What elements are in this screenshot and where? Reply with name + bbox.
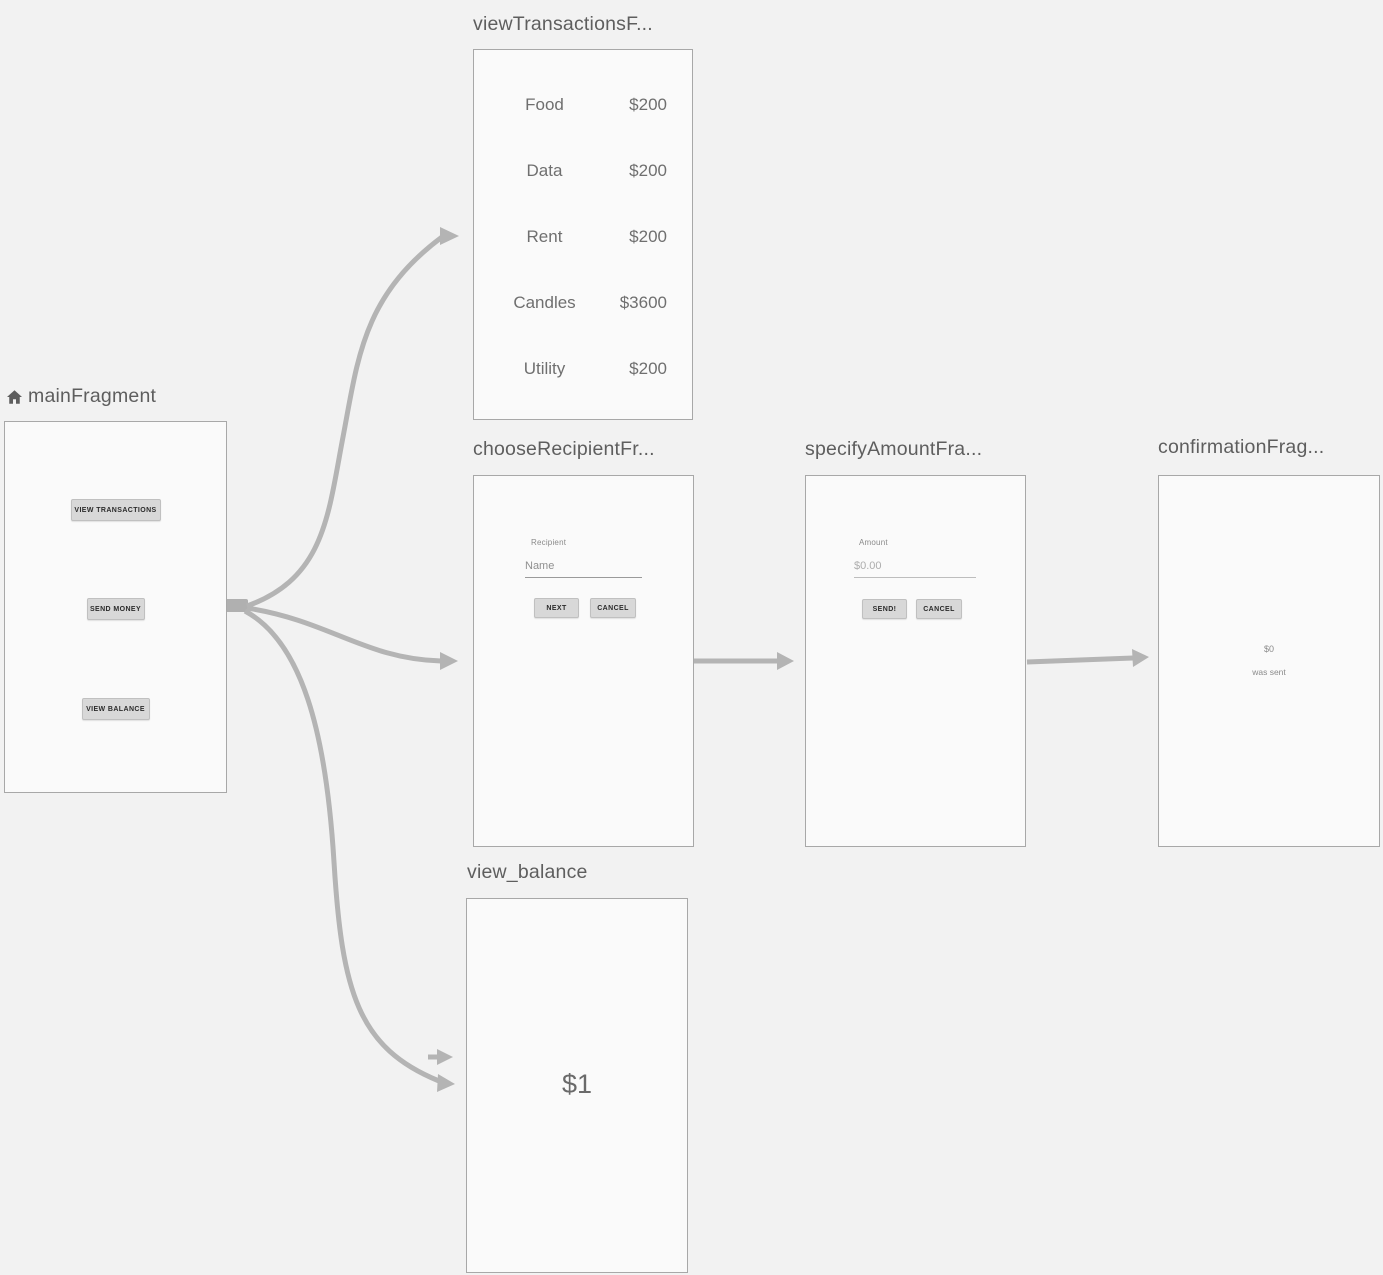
confirmation-message: was sent <box>1252 667 1286 677</box>
cancel-button: CANCEL <box>916 599 962 619</box>
send-money-button: SEND MONEY <box>86 598 145 620</box>
transactions-list: Food $200 Data $200 Rent $200 Candles $3… <box>474 72 692 402</box>
transaction-amount: $200 <box>629 359 667 378</box>
fragment-header-view-transactions[interactable]: viewTransactionsF... <box>473 13 653 36</box>
transaction-label: Data <box>526 161 563 180</box>
transaction-row: Candles $3600 <box>474 270 692 336</box>
fragment-header-confirmation[interactable]: confirmationFrag... <box>1158 436 1324 459</box>
recipient-name-input: Name <box>525 560 642 578</box>
action-stub-to-view-balance[interactable] <box>428 1049 453 1065</box>
balance-amount: $1 <box>561 1069 593 1099</box>
fragment-choose-recipient[interactable]: Recipient Name NEXT CANCEL <box>473 475 694 847</box>
action-source-handle[interactable] <box>224 599 248 612</box>
fragment-title: viewTransactionsF... <box>473 13 653 35</box>
fragment-header-choose-recipient[interactable]: chooseRecipientFr... <box>473 438 655 461</box>
fragment-header-specify-amount[interactable]: specifyAmountFra... <box>805 438 982 461</box>
fragment-view-transactions[interactable]: Food $200 Data $200 Rent $200 Candles $3… <box>473 49 693 420</box>
amount-input: $0.00 <box>854 560 976 578</box>
fragment-title: view_balance <box>467 861 588 883</box>
fragment-title: confirmationFrag... <box>1158 436 1325 458</box>
next-button: NEXT <box>534 598 579 618</box>
transaction-amount: $200 <box>629 161 667 180</box>
action-specify-amount-to-confirmation[interactable] <box>1026 649 1149 667</box>
fragment-header-main[interactable]: mainFragment <box>5 385 156 408</box>
recipient-field-label: Recipient <box>531 538 567 547</box>
confirmation-amount: $0 <box>1263 644 1274 654</box>
fragment-title: specifyAmountFra... <box>805 438 983 460</box>
fragment-title: chooseRecipientFr... <box>473 438 655 460</box>
transaction-row: Utility $200 <box>474 336 692 402</box>
transaction-amount: $3600 <box>619 293 667 312</box>
view-transactions-button: VIEW TRANSACTIONS <box>70 499 161 521</box>
action-choose-recipient-to-specify-amount[interactable] <box>694 652 794 670</box>
view-balance-button: VIEW BALANCE <box>81 698 150 720</box>
fragment-view-balance[interactable]: $1 <box>466 898 688 1273</box>
amount-field-label: Amount <box>859 538 888 547</box>
action-main-to-view-balance[interactable] <box>243 608 455 1092</box>
fragment-title: mainFragment <box>28 385 157 407</box>
home-icon <box>7 389 22 404</box>
send-button: SEND! <box>862 599 907 619</box>
transaction-amount: $200 <box>629 95 667 114</box>
transaction-label: Utility <box>523 359 566 378</box>
fragment-specify-amount[interactable]: Amount $0.00 SEND! CANCEL <box>805 475 1026 847</box>
transaction-amount: $200 <box>629 227 667 246</box>
cancel-button: CANCEL <box>590 598 636 618</box>
fragment-header-view-balance[interactable]: view_balance <box>467 861 588 884</box>
transaction-row: Data $200 <box>474 138 692 204</box>
fragment-confirmation[interactable]: $0 was sent <box>1158 475 1380 847</box>
action-main-to-view-transactions[interactable] <box>246 227 459 609</box>
transaction-label: Rent <box>526 227 563 246</box>
fragment-main[interactable]: VIEW TRANSACTIONS SEND MONEY VIEW BALANC… <box>4 421 227 793</box>
confirmation-content: $0 was sent <box>1159 644 1379 677</box>
transaction-row: Food $200 <box>474 72 692 138</box>
action-main-to-choose-recipient[interactable] <box>246 605 458 670</box>
transaction-label: Food <box>525 95 564 114</box>
transaction-row: Rent $200 <box>474 204 692 270</box>
transaction-label: Candles <box>513 293 576 312</box>
